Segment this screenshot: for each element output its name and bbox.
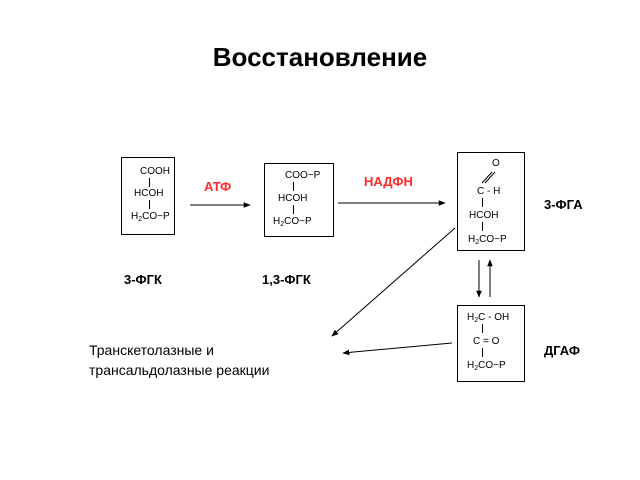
formula-line: H2CO~P	[131, 211, 170, 223]
arrow-3fga-to-reactions	[331, 227, 456, 337]
compound-box-dgaf: H2C - OH C = O H2CO~P	[457, 305, 525, 382]
double-bond	[481, 171, 496, 184]
formula-line: H2C - OH	[467, 312, 510, 324]
bond-line	[482, 198, 483, 207]
bond-line	[149, 178, 150, 187]
compound-box-1-3-fgk: COO~P HCOH H2CO~P	[264, 163, 334, 237]
compound-box-3-fgk: COOH HCOH H2CO~P	[121, 157, 175, 235]
bond-line	[482, 348, 483, 357]
reactions-note-line-1: Транскетолазные и	[89, 342, 214, 358]
bond-line	[149, 200, 150, 209]
formula-line: HCOH	[278, 193, 308, 204]
reactions-note-line-2: трансальдолазные реакции	[89, 362, 270, 378]
formula-line: H2CO~P	[273, 216, 312, 228]
formula-line: HCOH	[134, 188, 164, 199]
arrow-dgaf-to-reactions	[342, 342, 453, 356]
formula-line: C = O	[473, 336, 500, 347]
formula-line: O	[492, 158, 500, 169]
label-3-fga: 3-ФГА	[544, 197, 583, 212]
label-dgaf: ДГАФ	[544, 343, 580, 358]
reactions-note: Транскетолазные и трансальдолазные реакц…	[89, 340, 269, 380]
page-title: Восстановление	[212, 42, 428, 72]
formula-line: H2CO~P	[467, 360, 506, 372]
formula-line: COO~P	[285, 170, 321, 181]
formula-line: C - H	[477, 186, 501, 197]
formula-line: HCOH	[469, 210, 499, 221]
formula-line: H2CO~P	[468, 234, 507, 246]
bond-line	[293, 182, 294, 191]
cofactor-atp: АТФ	[204, 179, 232, 194]
bond-line	[293, 205, 294, 214]
label-3-fgk: 3-ФГК	[124, 272, 162, 287]
bond-line	[482, 222, 483, 231]
compound-box-3-fga: O C - H HCOH H2CO~P	[457, 152, 525, 251]
cofactor-nadph: НАДФН	[364, 174, 413, 189]
formula-line: COOH	[140, 166, 170, 177]
label-1-3-fgk: 1,3-ФГК	[262, 272, 311, 287]
bond-line	[482, 324, 483, 333]
